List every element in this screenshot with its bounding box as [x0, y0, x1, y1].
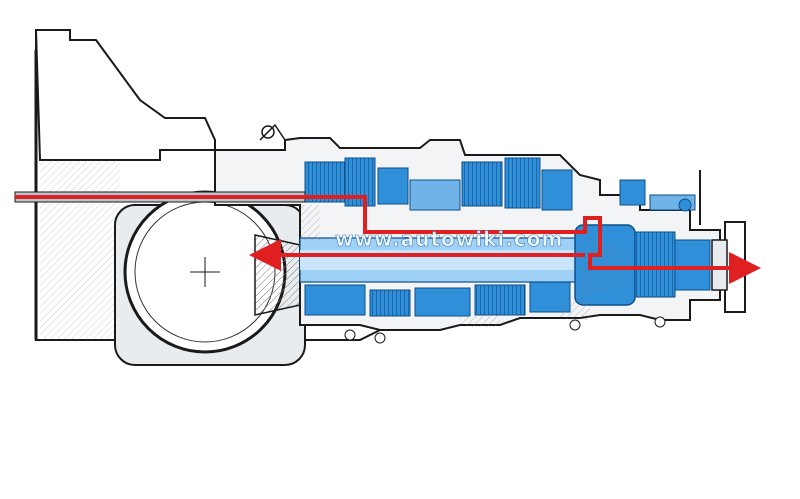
casing-sections — [300, 205, 590, 327]
torque-converter — [114, 190, 306, 366]
differential — [574, 224, 711, 306]
gear-set-lower — [304, 281, 571, 317]
power-flow-path — [15, 195, 761, 284]
shift-linkage — [619, 170, 701, 225]
watermark-text: www.autowiki.com — [335, 227, 563, 251]
bell-housing — [34, 29, 381, 359]
mounting-bolts — [344, 316, 666, 344]
